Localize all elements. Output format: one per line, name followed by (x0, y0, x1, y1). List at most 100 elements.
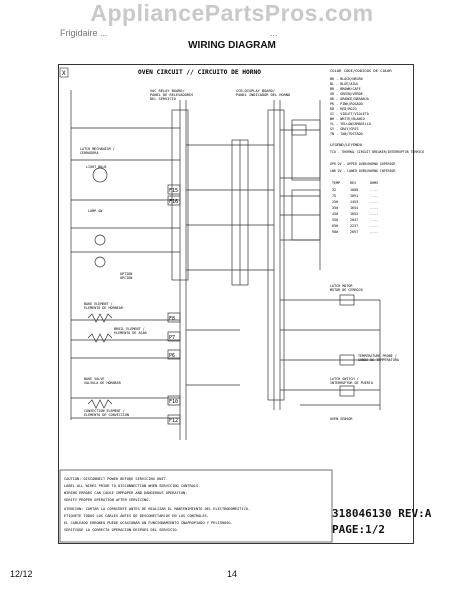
caution-block: CAUTION: DISCONNECT POWER BEFORE SERVICI… (64, 477, 250, 532)
component-label: OPCION (120, 276, 132, 280)
fuse-label: F10 (169, 399, 178, 405)
table-cell: .... (370, 206, 378, 210)
component-label: BAKE ELEMENT / (84, 302, 113, 306)
component-label: LIGHT BULB (86, 165, 106, 169)
table-cell: .... (370, 218, 378, 222)
table-cell: 650 (332, 224, 338, 228)
color-code: OR - ORANGE/NARANJA (330, 97, 369, 101)
color-code: RD - RED/ROJO (330, 107, 357, 111)
footer-page-number: 14 (227, 569, 238, 579)
table-cell: 2237 (350, 224, 358, 228)
fuse-label: F12 (169, 418, 178, 424)
table-cell: 32 (332, 188, 336, 192)
table-cell: .... (370, 188, 378, 192)
color-code: GY - GRAY/GRIS (330, 127, 359, 131)
table-cell: 1091 (350, 194, 358, 198)
component-label: LAMP SW (88, 209, 103, 213)
table-cell: 1852 (350, 212, 358, 216)
color-code: BL - BLUE/AZUL (330, 82, 359, 86)
header-model: Frigidaire ... (60, 28, 108, 38)
table-header: TEMP (332, 181, 340, 185)
page-label: PAGE:1/2 (332, 523, 385, 536)
fuse-label: P6 (169, 353, 175, 359)
footer-date: 12/12 (10, 569, 33, 579)
component-label: ELEMENTO DE HORNEAR (84, 306, 124, 310)
table-cell: 900 (332, 230, 338, 234)
table-cell: .... (370, 212, 378, 216)
table-cell: 1654 (350, 206, 358, 210)
legend-title: LEGEND/LEYENDA (330, 142, 363, 147)
corner-mark: X (62, 70, 66, 77)
caution-line: WIRING ERRORS CAN CAUSE IMPROPER AND DAN… (64, 491, 187, 495)
caution-line: LABEL ALL WIRES PRIOR TO DISCONNECTION W… (64, 484, 200, 488)
caution-line: VERIFY PROPER OPERATION AFTER SERVICING. (64, 498, 151, 502)
table-cell: 2047 (350, 218, 358, 222)
table-cell: .... (370, 200, 378, 204)
color-code: BR - BROWN/CAFE (330, 87, 361, 91)
table-cell: 1453 (350, 200, 358, 204)
component-label: ELEMENTO DE ASAR (114, 331, 148, 335)
color-code: YL - YELLOW/AMARILLO (330, 122, 371, 126)
page-title: WIRING DIAGRAM (188, 40, 276, 51)
table-cell: .... (370, 224, 378, 228)
circuit-title: OVEN CIRCUIT // CIRCUITO DE HORNO (138, 69, 261, 76)
vac-relay-board-label: VAC RELAY BOARD/ (150, 89, 185, 93)
table-cell: .... (370, 194, 378, 198)
vac-relay-board-label: PANEL DE RELEVADORES (150, 93, 193, 97)
component-label: ELEMENTO DE CONVECCION (84, 413, 129, 417)
header-right: ... (270, 28, 278, 38)
component-label: OPTION (120, 272, 132, 276)
table-cell: 1000 (350, 188, 358, 192)
vac-relay-board-label: DEL SERVICIO (150, 97, 176, 101)
color-code: WH - WHITE/BLANCO (330, 117, 365, 121)
ccb-display-board-label: CCB-DISPLAY BOARD/ (236, 89, 275, 93)
table-cell: .... (370, 230, 378, 234)
component-label: LATCH MOTOR (330, 284, 353, 288)
table-header: RES (350, 181, 356, 185)
table-header: OHMS (370, 181, 378, 185)
fuse-label: F8 (169, 316, 175, 322)
caution-line: ATENCION: CORTAR LA CORRIENTE ANTES DE R… (64, 507, 250, 511)
table-cell: 250 (332, 200, 338, 204)
legend-item: UPR OV - UPPER OVEN/HORNO SUPERIOR (330, 162, 395, 166)
table-cell: 350 (332, 206, 338, 210)
table-cell: 75 (332, 194, 336, 198)
component-label: CERRADURA (80, 151, 98, 155)
fuse-label: F15 (169, 188, 178, 194)
fuse-label: F16 (169, 199, 178, 205)
component-label: SONDA DE TEMPERATURA (358, 358, 399, 362)
caution-line: EL CABLEADO ERRONEO PUEDE OCASIONAR UN F… (64, 521, 233, 525)
table-cell: 2697 (350, 230, 358, 234)
color-code: TN - TAN/TOSTADO (330, 132, 363, 136)
diagram-frame (58, 64, 414, 544)
resistance-table: TEMP RES OHMS 32 1000.... 75 1091.... 250 1… (332, 181, 378, 234)
component-label: CONVECTION ELEMENT / (84, 409, 125, 413)
ccb-display-board-label: PANEL INDICADOR DEL HORNO (236, 93, 290, 97)
component-label: LATCH MECHANISM / (80, 147, 115, 151)
part-number: 318046130 REV:A (332, 507, 432, 520)
table-cell: 550 (332, 218, 338, 222)
color-code: GR - GREEN/VERDE (330, 92, 363, 96)
color-code: BK - BLACK/NEGRO (330, 77, 363, 81)
color-code-title: COLOR CODE/CODIGOS DE COLOR (330, 68, 392, 73)
component-label: TEMPERATURE PROBE / (358, 354, 397, 358)
component-label: OVEN SENSOR (330, 417, 353, 421)
component-label: INTERRUPTOR DE PUERTA (330, 381, 373, 385)
caution-line: VERIFIQUE LA CORRECTA OPERACION DESPUES … (64, 528, 179, 532)
legend-item: TCO - THERMAL CIRCUIT BREAKER/INTERRUPTO… (330, 150, 424, 154)
component-label: VALVULA DE HORNEAR (84, 381, 122, 385)
color-code: PK - PINK/ROSADO (330, 102, 363, 106)
table-cell: 450 (332, 212, 338, 216)
component-label: BAKE VALVE (84, 377, 104, 381)
component-label: BROIL ELEMENT / (114, 327, 145, 331)
color-code-list: BK - BLACK/NEGRO BL - BLUE/AZUL BR - BRO… (330, 77, 371, 136)
component-label: LATCH SWITCH / (330, 377, 359, 381)
color-code: VI - VIOLET/VIOLETA (330, 112, 369, 116)
watermark: AppliancePartsPros.com (90, 0, 374, 26)
component-label: MOTOR DE CERROJO (330, 288, 363, 292)
caution-line: ETIQUETE TODOS LOS CABLES ANTES DE DESCO… (64, 514, 209, 518)
legend-item: LWR OV - LOWER OVEN/HORNO INFERIOR (330, 169, 395, 173)
fuse-label: P7 (169, 335, 175, 341)
caution-line: CAUTION: DISCONNECT POWER BEFORE SERVICI… (64, 477, 168, 481)
